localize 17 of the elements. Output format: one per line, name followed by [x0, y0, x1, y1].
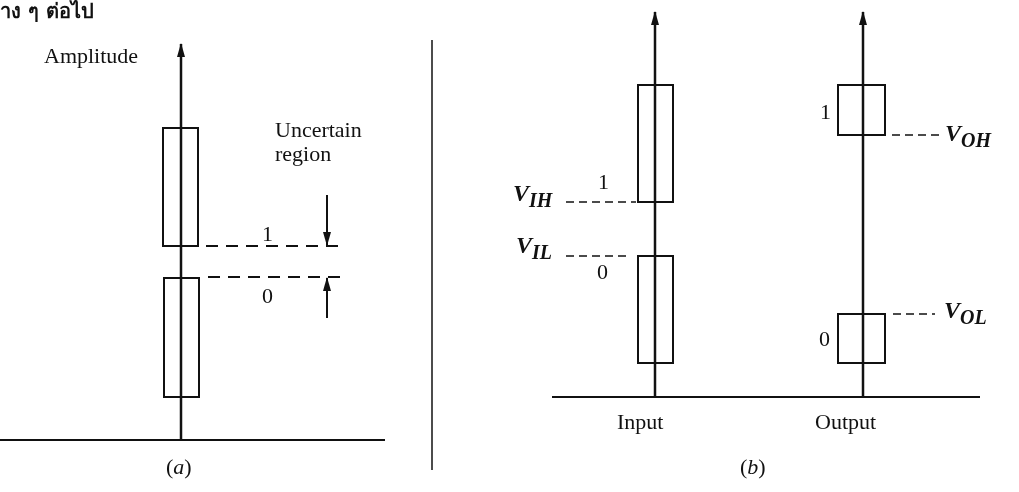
threshold-label: V$_{OL}$ [944, 297, 987, 328]
heading-text: าง ๆ ต่อไป [0, 0, 94, 22]
level-value: 0 [819, 327, 830, 352]
threshold-label: V$_{OH}$ [945, 120, 991, 151]
level-value: 1 [598, 170, 609, 195]
region-label: Uncertain region [275, 118, 363, 167]
panel-label: (b) [740, 455, 766, 480]
axis-label: Input [617, 410, 664, 435]
panel-label: (a) [166, 455, 192, 480]
level-value: 1 [262, 222, 273, 247]
axis-label: Amplitude [44, 44, 139, 69]
level-value: 0 [262, 284, 273, 309]
level-value: 1 [820, 100, 831, 125]
threshold-label: V$_{IL}$ [516, 232, 552, 263]
threshold-label: V$_{IH}$ [513, 180, 553, 211]
level-value: 0 [597, 260, 608, 285]
axis-label: Output [815, 410, 877, 435]
